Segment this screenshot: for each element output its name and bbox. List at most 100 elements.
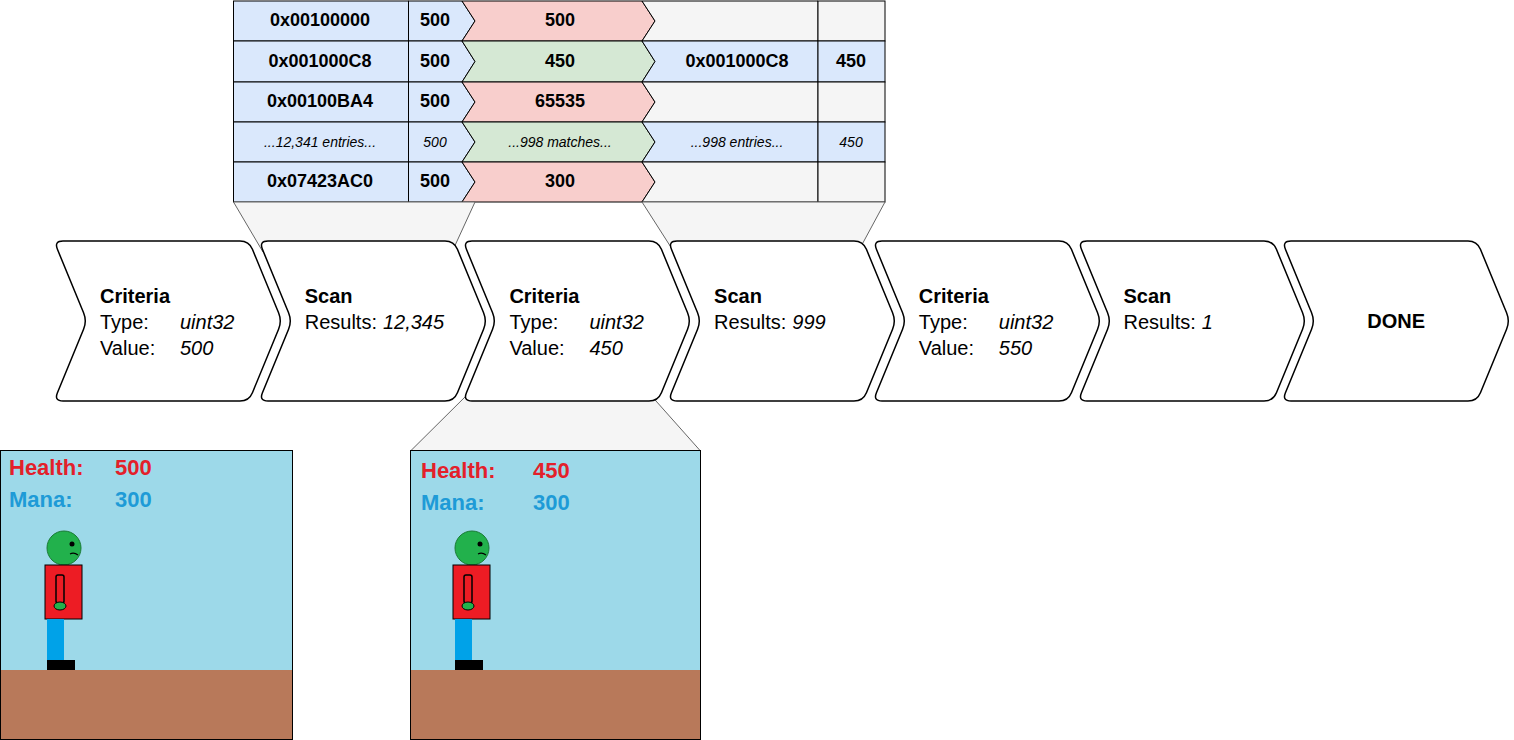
field-value: 1 xyxy=(1202,311,1213,333)
text-row: Results: 1 xyxy=(1124,309,1213,335)
chevron-outline xyxy=(1285,241,1509,401)
character-body xyxy=(45,565,82,619)
field-label: Type: xyxy=(100,309,180,335)
chevron-text: CriteriaType:uint32Value:550 xyxy=(919,283,1054,361)
table-cell xyxy=(642,82,818,122)
character-emblem xyxy=(464,575,472,603)
mana-readout: Mana: xyxy=(9,487,73,513)
table-cell xyxy=(642,122,818,162)
table-cell-text: 65535 xyxy=(535,91,585,113)
table-cell xyxy=(409,41,476,82)
mismatch-cell xyxy=(462,82,655,122)
character-head xyxy=(455,531,489,565)
table-cell xyxy=(818,41,885,82)
table-cell-text: 0x00100BA4 xyxy=(267,91,373,113)
table-cell-text: ...12,341 entries... xyxy=(264,134,376,151)
step-title: Scan xyxy=(714,285,762,307)
text-row: Type:uint32 xyxy=(919,309,1054,335)
table-cell xyxy=(409,1,476,41)
chevron-outline xyxy=(1080,241,1304,401)
table-cell xyxy=(234,41,409,82)
table-cell xyxy=(818,82,885,122)
table-cell xyxy=(234,1,409,41)
health-readout: 450 xyxy=(533,458,570,484)
table-cell xyxy=(409,162,476,202)
health-readout: Health: xyxy=(9,455,84,481)
table-cell-text: 0x07423AC0 xyxy=(267,171,373,193)
table-cell-text: 500 xyxy=(545,10,575,32)
chevron-text: CriteriaType:uint32Value:500 xyxy=(100,283,235,361)
table-cell xyxy=(234,122,409,162)
field-value: 450 xyxy=(589,337,622,359)
field-label: Results: xyxy=(1124,311,1196,333)
process-chevron: ScanResults: 999 xyxy=(666,240,898,402)
table-cell-text: 500 xyxy=(420,51,450,73)
chevron-outline xyxy=(466,241,690,401)
character-foot xyxy=(455,660,483,670)
mana-readout: Mana: xyxy=(421,490,485,516)
ground xyxy=(411,670,700,739)
character-legs xyxy=(47,619,64,661)
ground xyxy=(1,670,292,739)
field-value: uint32 xyxy=(180,311,235,333)
mana-readout: 300 xyxy=(115,487,152,513)
field-label: Results: xyxy=(714,311,786,333)
character-emblem xyxy=(56,575,64,603)
step-title: DONE xyxy=(1367,310,1425,332)
table-cell-text: 500 xyxy=(420,10,450,32)
process-chevron: CriteriaType:uint32Value:550 xyxy=(871,240,1103,402)
chevron-outline xyxy=(52,240,284,402)
game-screenshot xyxy=(1,451,293,740)
chevron-outline xyxy=(261,241,485,401)
table-cell xyxy=(818,122,885,162)
text-row: DONE xyxy=(1367,308,1425,334)
chevron-text: ScanResults:1 xyxy=(1124,283,1213,335)
table-cell-text: 0x001000C8 xyxy=(685,51,788,73)
mismatch-cell xyxy=(462,1,655,41)
text-row: Value:550 xyxy=(919,335,1054,361)
table-cell xyxy=(642,41,818,82)
table-cell-text: 450 xyxy=(545,51,575,73)
step-title: Scan xyxy=(305,285,353,307)
chevron-text: ScanResults: 999 xyxy=(714,283,826,335)
text-row: Value:450 xyxy=(509,335,644,361)
step-title: Criteria xyxy=(919,285,989,307)
match-cell xyxy=(462,41,655,82)
field-value: uint32 xyxy=(589,311,644,333)
text-row: Criteria xyxy=(100,283,235,309)
chevron-outline xyxy=(461,240,693,402)
step-title: Criteria xyxy=(100,285,170,307)
character-legs xyxy=(455,619,472,661)
table-cell-text: 450 xyxy=(836,51,866,73)
text-row: Results:12,345 xyxy=(305,309,444,335)
text-row: Results: 999 xyxy=(714,309,826,335)
process-chevron: ScanResults:1 xyxy=(1076,240,1308,402)
process-chevron: CriteriaType:uint32Value:450 xyxy=(461,240,693,402)
match-cell xyxy=(462,122,655,162)
field-value: uint32 xyxy=(999,311,1054,333)
table-cell-text: 300 xyxy=(545,171,575,193)
chevron-text: DONE xyxy=(1280,240,1512,402)
process-chevron: CriteriaType:uint32Value:500 xyxy=(52,240,284,402)
sky xyxy=(411,451,701,740)
field-value: 500 xyxy=(180,337,213,359)
field-label: Type: xyxy=(509,309,589,335)
character-body xyxy=(453,565,490,619)
text-row: Scan xyxy=(714,283,826,309)
character-head xyxy=(47,531,81,565)
text-row: Criteria xyxy=(509,283,644,309)
character-mouth xyxy=(70,553,78,555)
chevron-outline xyxy=(871,240,1103,402)
character-foot xyxy=(47,660,75,670)
table-cell-text: 500 xyxy=(420,171,450,193)
character-emblem xyxy=(462,602,474,610)
table-cell xyxy=(642,1,818,41)
table-cell xyxy=(818,1,885,41)
chevron-outline xyxy=(875,241,1099,401)
field-value: 999 xyxy=(792,311,825,333)
sky xyxy=(1,451,293,740)
text-row: Value:500 xyxy=(100,335,235,361)
field-label: Value: xyxy=(919,335,999,361)
field-value: 12,345 xyxy=(383,311,444,333)
text-row: Criteria xyxy=(919,283,1054,309)
